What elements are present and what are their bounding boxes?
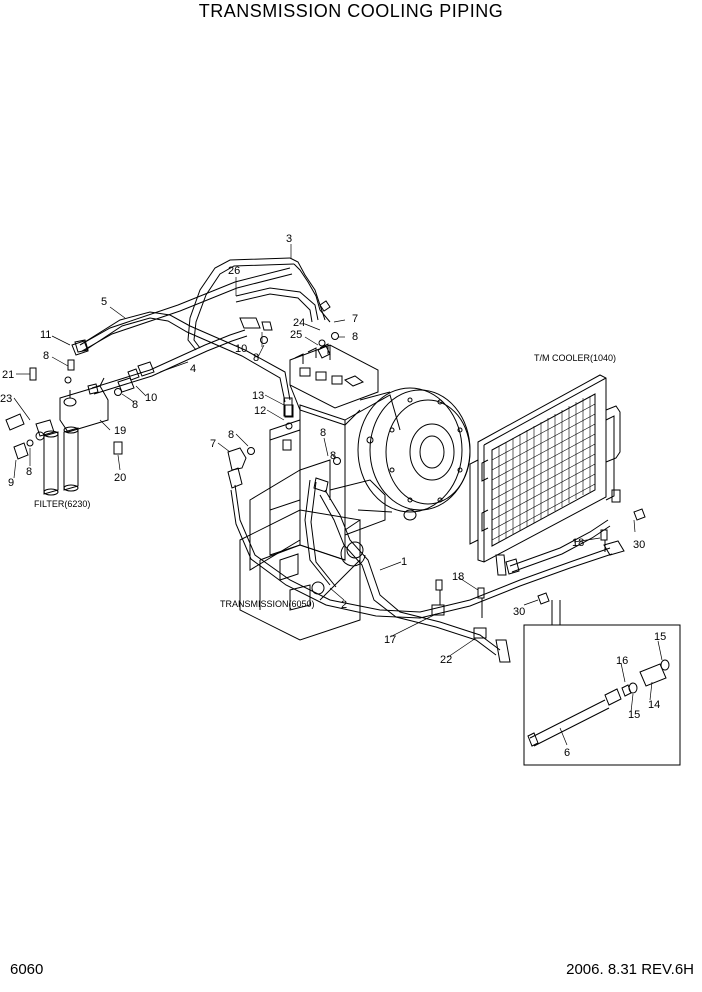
pipe-hose-mid — [304, 477, 337, 588]
pipe-26 — [235, 287, 319, 323]
filter-assembly — [5, 340, 123, 496]
detail-inset — [523, 600, 681, 766]
callout-8: 8 — [320, 427, 326, 439]
callout-8: 8 — [330, 450, 336, 462]
callout-22: 22 — [440, 654, 452, 666]
pipe-5 — [79, 311, 293, 417]
callout-5: 5 — [101, 296, 107, 308]
pipe-4 — [87, 329, 248, 395]
callout-8: 8 — [26, 466, 32, 478]
pipe-hose-upper-left — [74, 267, 293, 353]
control-valve — [289, 343, 379, 426]
callout-14: 14 — [648, 699, 660, 711]
callout-11: 11 — [40, 329, 51, 341]
callout-8: 8 — [43, 350, 49, 362]
callout-8: 8 — [253, 352, 259, 364]
filter-label: FILTER(6230) — [34, 499, 90, 509]
torque-converter — [357, 387, 471, 521]
callout-23: 23 — [0, 393, 12, 405]
callout-18: 18 — [572, 537, 584, 549]
callout-8: 8 — [352, 331, 358, 343]
transmission-label: TRANSMISSION(6050) — [220, 599, 315, 609]
callout-7: 7 — [352, 313, 358, 325]
callout-6: 6 — [564, 747, 570, 759]
callout-10: 10 — [145, 392, 157, 404]
elbow-fitting-7 — [227, 332, 341, 471]
callout-7: 7 — [210, 438, 216, 450]
callouts: 3 26 5 7 24 25 8 11 10 8 8 4 21 10 13 23… — [0, 233, 666, 759]
callout-15: 15 — [628, 709, 640, 721]
callout-21: 21 — [2, 369, 14, 381]
fitting-group-10-8 — [114, 317, 273, 396]
clamps — [431, 508, 646, 639]
callout-19: 19 — [114, 425, 126, 437]
callout-15: 15 — [654, 631, 666, 643]
callout-8: 8 — [228, 429, 234, 441]
page-title: TRANSMISSION COOLING PIPING — [198, 1, 504, 21]
callout-4: 4 — [190, 363, 196, 375]
callout-17: 17 — [384, 634, 396, 646]
callout-18: 18 — [452, 571, 464, 583]
callout-9: 9 — [8, 477, 14, 489]
tm-cooler — [469, 374, 621, 576]
callout-1: 1 — [401, 556, 407, 568]
callout-24: 24 — [293, 317, 305, 329]
cooler-label: T/M COOLER(1040) — [534, 353, 616, 363]
callout-10: 10 — [235, 343, 247, 355]
callout-25: 25 — [290, 329, 302, 341]
callout-3: 3 — [286, 233, 292, 245]
callout-2: 2 — [341, 599, 347, 611]
callout-16: 16 — [616, 655, 628, 667]
pipe-3 — [187, 257, 331, 351]
callout-12: 12 — [254, 405, 266, 417]
leader-lines — [13, 244, 663, 746]
page-number: 6060 — [10, 961, 44, 978]
callout-13: 13 — [252, 390, 264, 402]
callout-30: 30 — [633, 539, 645, 551]
callout-30: 30 — [513, 606, 525, 618]
revision-date: 2006. 8.31 REV.6H — [566, 961, 694, 978]
callout-8-filter: 8 — [26, 466, 32, 478]
callout-8: 8 — [132, 399, 138, 411]
pipe-1 — [319, 489, 511, 663]
callout-26: 26 — [228, 265, 240, 277]
fitting-13-12 — [284, 404, 294, 430]
callout-20: 20 — [114, 472, 126, 484]
